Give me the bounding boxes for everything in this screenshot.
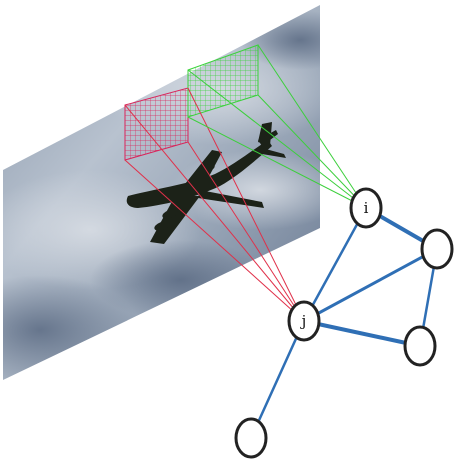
airplane [126, 122, 286, 244]
node-bottom-right[interactable] [403, 325, 437, 367]
edge-j-bottom [249, 319, 306, 440]
node-i-label: i [364, 199, 369, 217]
node-j[interactable]: j [287, 300, 321, 342]
edge-j-i [302, 206, 368, 323]
node-i[interactable]: i [349, 187, 383, 229]
edge-j-top-right [302, 247, 439, 323]
node-top-right[interactable] [420, 228, 454, 270]
red-projection-rays [124, 87, 305, 322]
node-bottom[interactable] [234, 417, 268, 459]
node-j-label: j [300, 312, 307, 330]
graph-nodes: i j [234, 187, 454, 459]
green-projection-rays [187, 44, 367, 209]
edge-j-bottom-right [302, 319, 422, 348]
